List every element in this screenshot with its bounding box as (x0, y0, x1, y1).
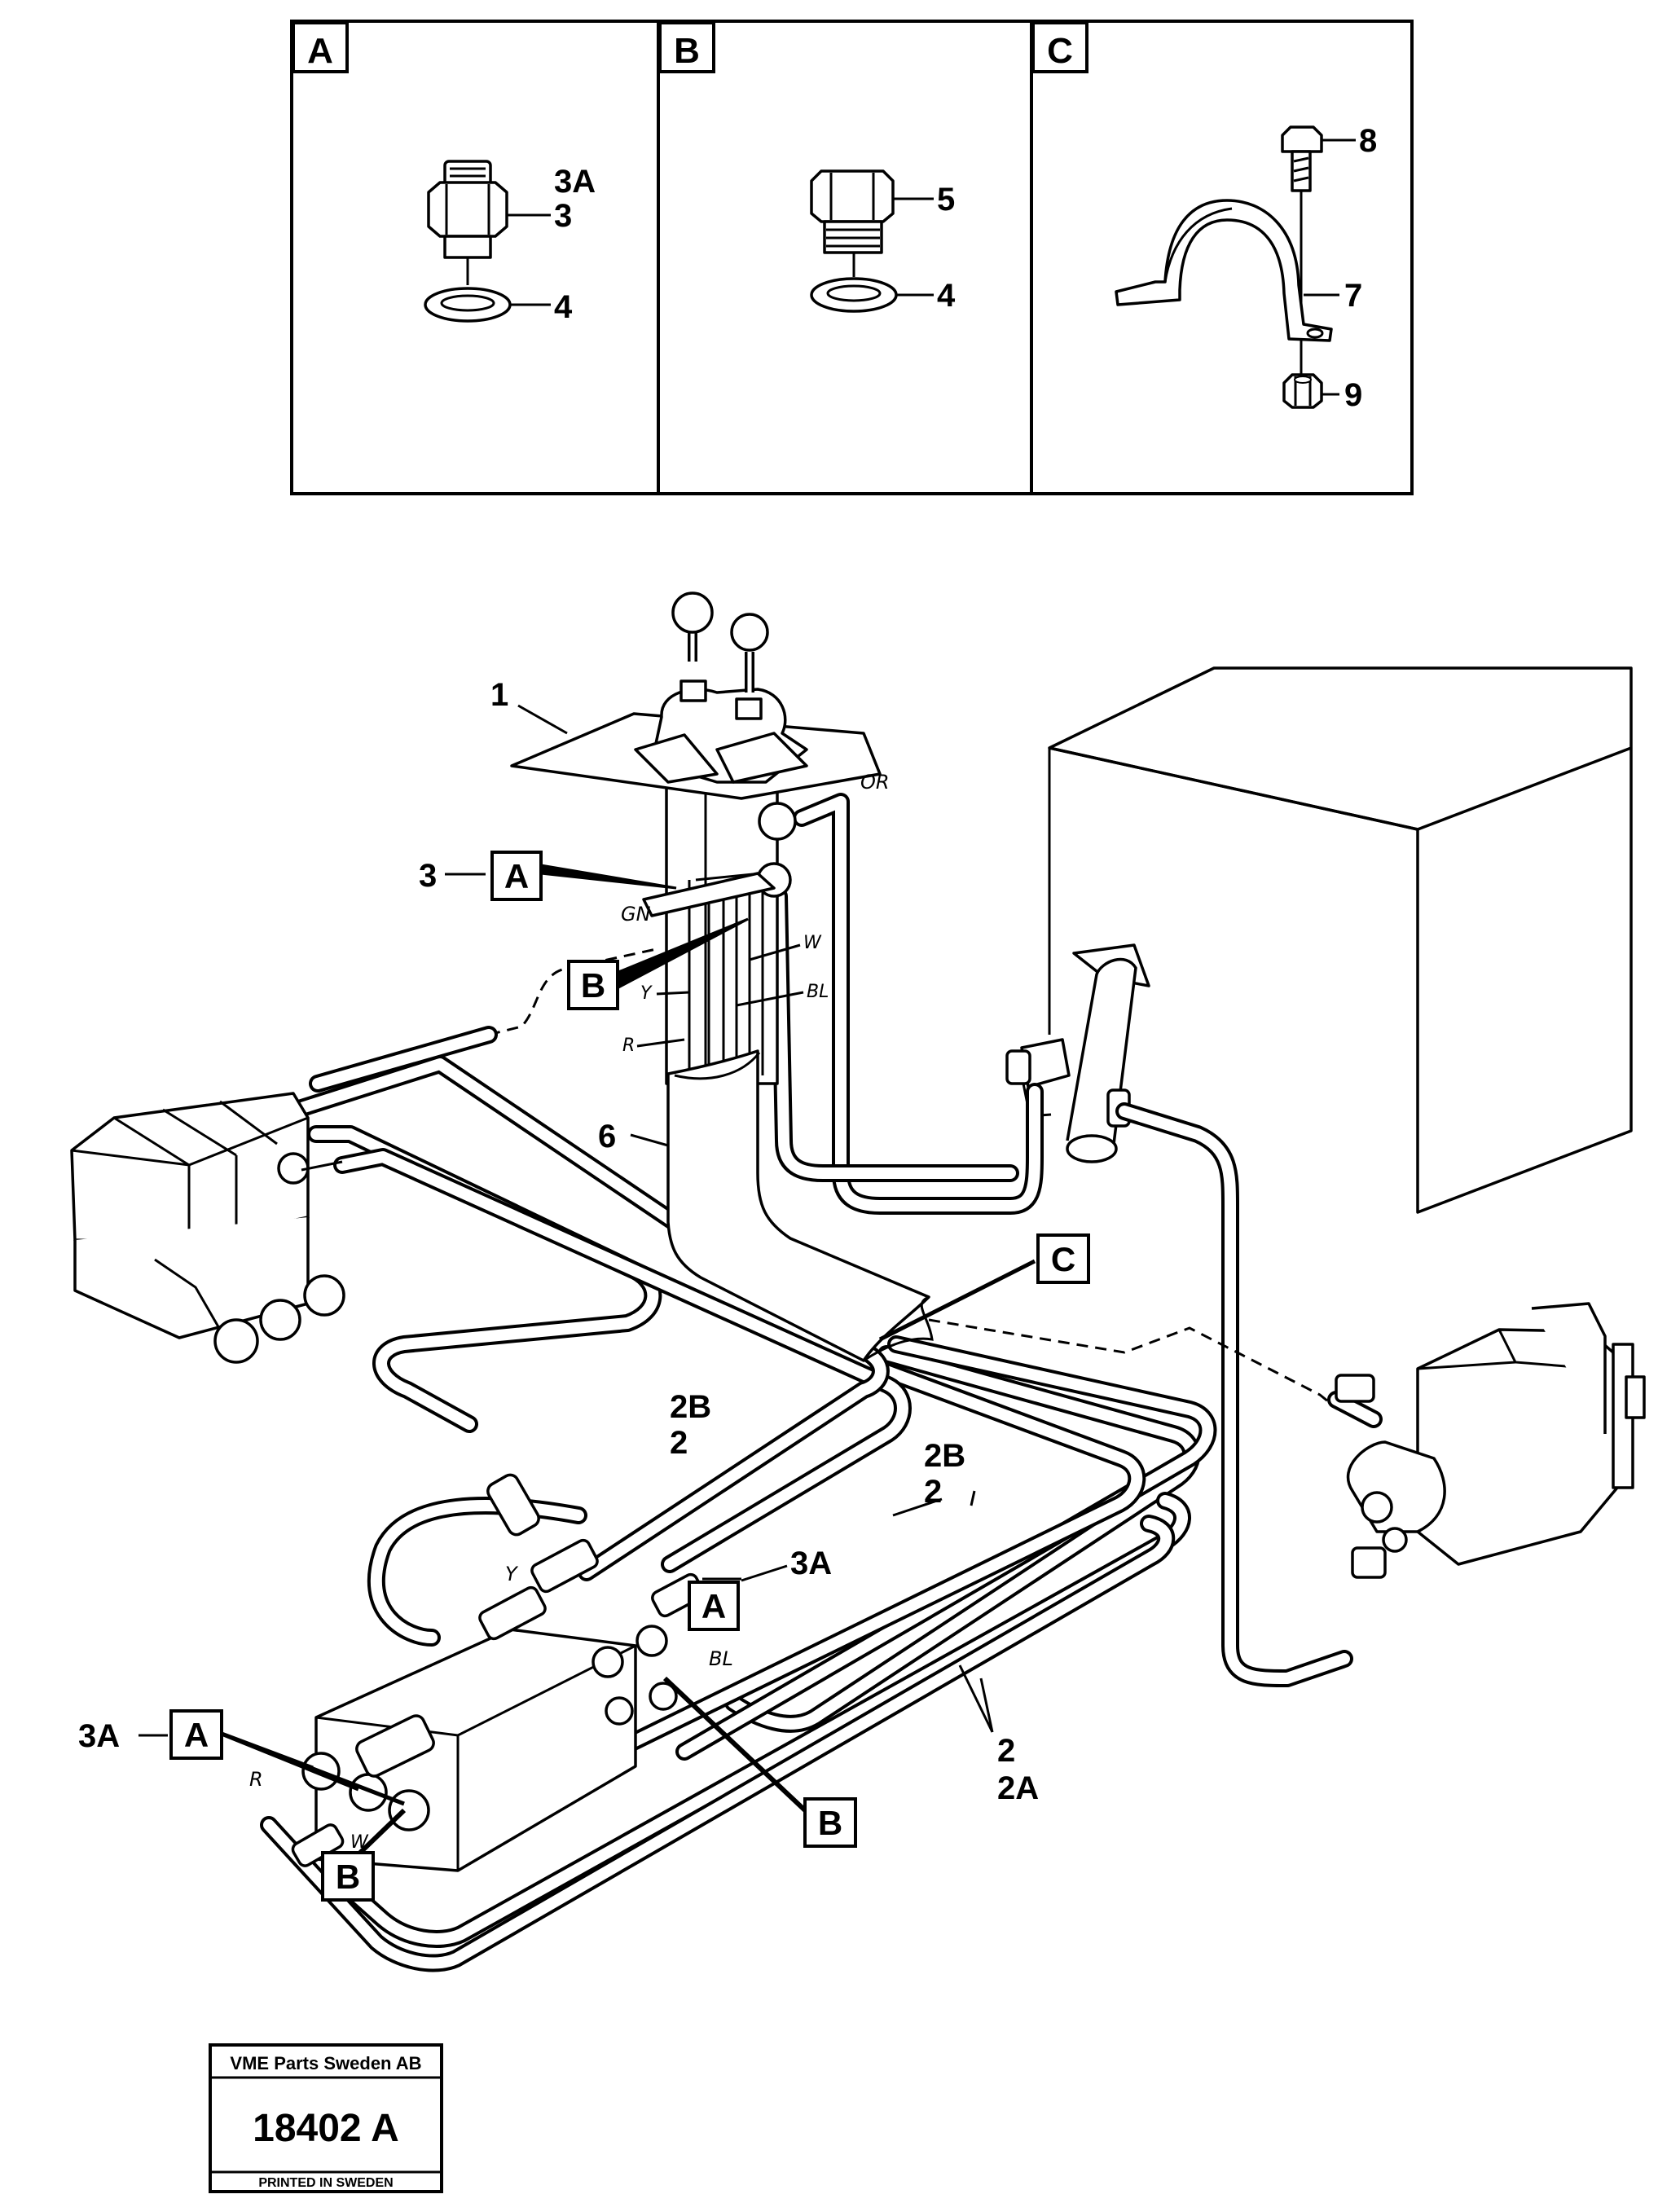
code-r-bottom: R (249, 1768, 263, 1791)
callout-6: 6 (598, 1119, 616, 1154)
hydraulic-pump (1335, 1302, 1646, 1579)
clamp-icon (1115, 199, 1333, 342)
svg-text:A: A (184, 1716, 209, 1754)
callout-1: 1 (490, 677, 508, 713)
title-printed: PRINTED IN SWEDEN (258, 2176, 393, 2190)
callout-2-right: 2 (924, 1474, 942, 1510)
callout-3: 3 (419, 858, 437, 894)
code-y-bottom: Y (505, 1563, 519, 1585)
callout-2b-left: 2B (670, 1389, 711, 1425)
callout-9-detail: 9 (1344, 377, 1362, 413)
ref-box-a-mid: A (688, 1581, 740, 1631)
panel-c: C 8 7 (1031, 21, 1377, 413)
callout-7-detail: 7 (1344, 278, 1362, 314)
fitting-3a-icon (424, 160, 512, 323)
callout-3a-left: 3A (78, 1718, 120, 1754)
title-company: VME Parts Sweden AB (230, 2053, 421, 2073)
callout-4-detail-a: 4 (554, 289, 573, 325)
detail-panels: A 3A 3 4 B (290, 20, 1414, 495)
ref-box-a-left: A (169, 1709, 223, 1760)
callout-3a-detail: 3A (554, 164, 596, 200)
nut-icon (1282, 373, 1323, 409)
code-bl-bottom: BL (709, 1647, 733, 1670)
callout-5-detail: 5 (937, 182, 955, 218)
svg-text:A: A (701, 1587, 726, 1625)
protective-sleeve (666, 1049, 934, 1362)
callout-2b-right: 2B (924, 1438, 965, 1474)
code-gn: GN (621, 903, 651, 926)
svg-text:C: C (1051, 1240, 1075, 1278)
ref-box-b-top: B (567, 960, 619, 1010)
callout-4-detail-b: 4 (937, 278, 956, 314)
panel-a: A 3A 3 4 (292, 21, 596, 325)
panel-c-label: C (1047, 31, 1073, 71)
title-block: VME Parts Sweden AB 18402 A PRINTED IN S… (209, 2043, 443, 2193)
main-assembly: 1 3 A B 6 C 2B 2 2B 2 A 3A 2 2A 3A A (70, 591, 1646, 1972)
svg-text:B: B (581, 966, 605, 1005)
panel-a-label: A (307, 31, 333, 71)
svg-text:B: B (818, 1804, 842, 1842)
title-number: 18402 A (253, 2107, 399, 2150)
ref-box-b-right: B (803, 1797, 857, 1848)
panel-b-label: B (674, 31, 700, 71)
callout-2-lower: 2 (997, 1733, 1015, 1769)
callout-2-left: 2 (670, 1425, 688, 1461)
control-valve (510, 591, 882, 800)
callout-8-detail: 8 (1359, 123, 1377, 159)
panel-b: B 5 4 (658, 21, 956, 314)
code-or: OR (860, 771, 890, 794)
bolt-icon (1281, 125, 1323, 375)
ref-box-a-top: A (490, 851, 543, 901)
ref-box-c: C (1036, 1233, 1090, 1284)
hydraulic-tank (1048, 666, 1633, 1214)
plug-icon (810, 169, 898, 313)
code-y-top: Y (640, 983, 653, 1004)
hydraulic-lines (260, 793, 1383, 1972)
callout-3a-mid: 3A (790, 1546, 832, 1581)
code-bl-top: BL (807, 982, 829, 1002)
left-valve-bank (70, 1092, 345, 1364)
code-r-top: R (622, 1036, 635, 1056)
callout-2a-lower: 2A (997, 1770, 1039, 1806)
callout-3-detail: 3 (554, 198, 572, 234)
ref-box-b-bottom: B (321, 1851, 375, 1902)
svg-text:A: A (504, 857, 529, 895)
code-w-top: W (803, 933, 822, 953)
return-filter (1005, 943, 1150, 1163)
code-w-bottom: W (350, 1832, 369, 1853)
svg-text:B: B (336, 1858, 360, 1896)
